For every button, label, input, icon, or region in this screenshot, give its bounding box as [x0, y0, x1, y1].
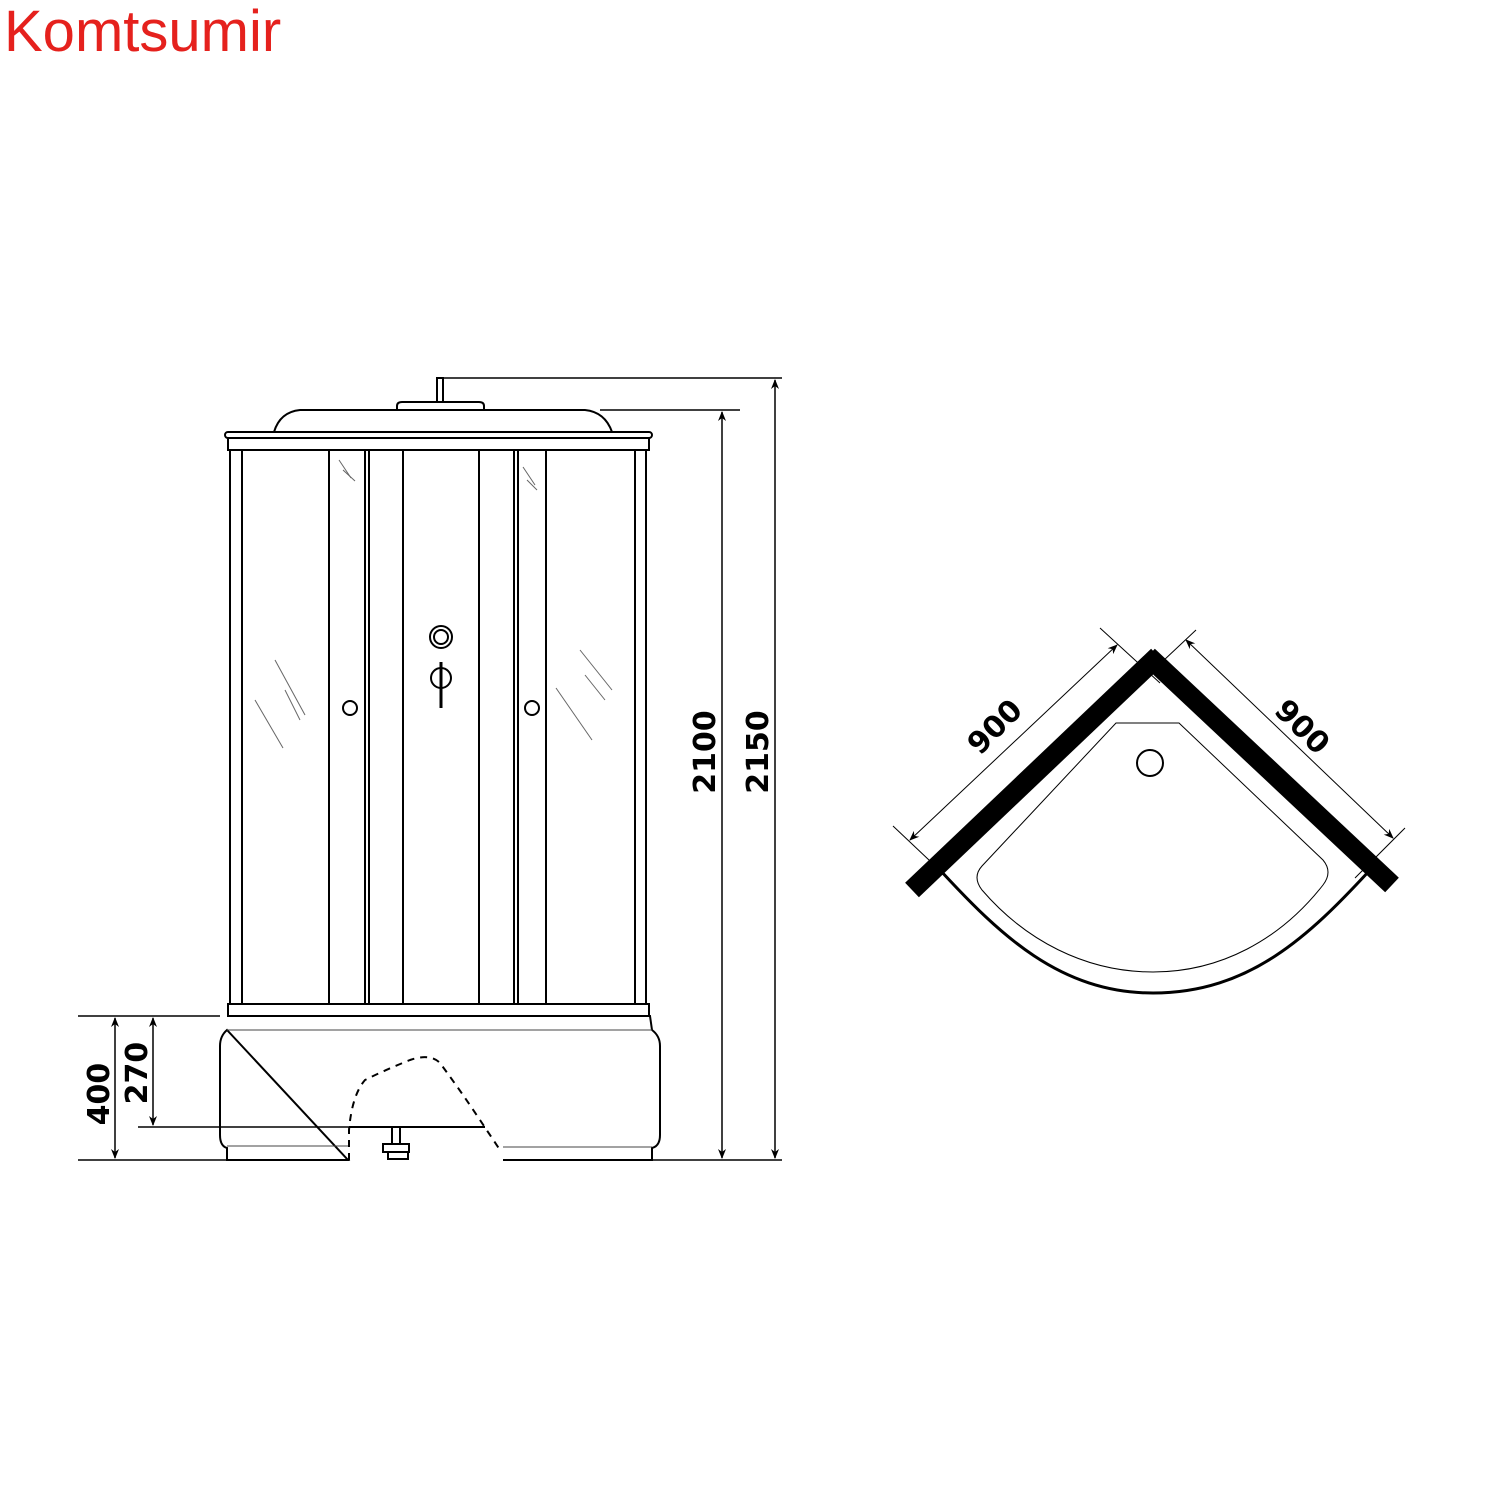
- dim-line-900-right: [1185, 639, 1394, 839]
- dim-label-900-left: 900: [961, 693, 1030, 762]
- door-handle-right: [524, 700, 540, 716]
- dim-label-2100: 2100: [688, 710, 723, 794]
- bottom-rail: [227, 1003, 650, 1017]
- top-rail: [227, 437, 650, 451]
- glass-reflection-lines: [254, 459, 613, 749]
- plan-view: [892, 627, 1406, 995]
- wall-left: [905, 648, 1165, 898]
- mixer-knob-outer: [429, 625, 453, 649]
- front-dimensions: [78, 377, 782, 1161]
- front-view: [219, 377, 661, 1161]
- shower-tray-base: [219, 1015, 661, 1161]
- dim-label-270: 270: [120, 1042, 155, 1105]
- door-handle-left: [342, 700, 358, 716]
- drain-hole: [1136, 749, 1164, 777]
- adjustable-foot: [391, 1126, 401, 1145]
- rain-shower-cap: [396, 401, 485, 410]
- mixer-knob-inner: [433, 629, 449, 645]
- dim-label-400: 400: [82, 1063, 117, 1126]
- tray-outline: [938, 868, 1372, 995]
- tray-inner-outline: [976, 722, 1329, 973]
- glass-panels: [229, 450, 647, 1004]
- brand-logo: Komtsumir: [4, 0, 282, 64]
- top-pipe: [436, 377, 444, 404]
- dim-label-2150: 2150: [741, 710, 776, 794]
- wall-right: [1141, 648, 1399, 893]
- service-opening-dashed: [348, 1056, 501, 1160]
- roof-dome: [273, 409, 613, 433]
- dim-label-900-right: 900: [1267, 693, 1336, 762]
- dim-line-900-left: [909, 644, 1118, 841]
